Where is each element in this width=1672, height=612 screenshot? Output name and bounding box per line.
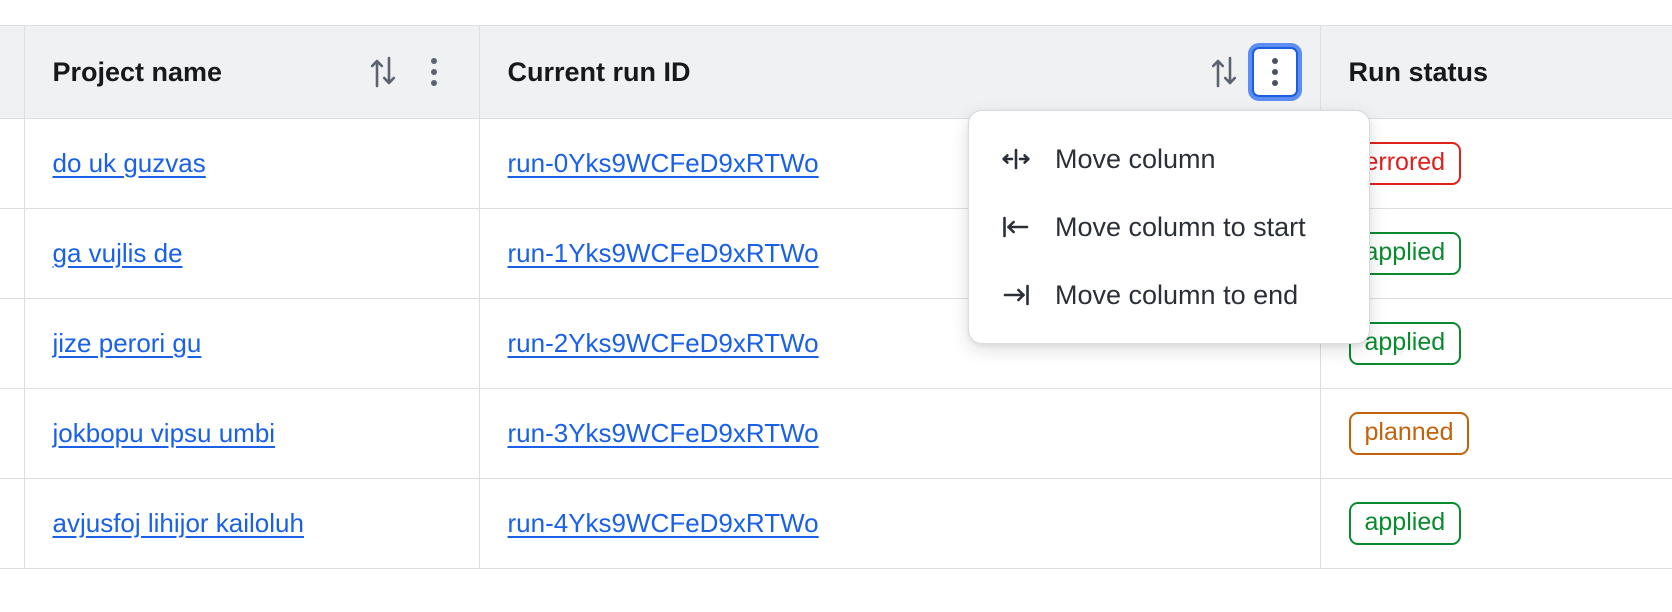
kebab-dots bbox=[1271, 58, 1278, 86]
project-name-link[interactable]: avjusfoj lihijor kailoluh bbox=[52, 508, 304, 538]
menu-item-move-column-label: Move column bbox=[1055, 143, 1216, 174]
column-header-project-name-tools bbox=[363, 47, 457, 97]
run-id-link[interactable]: run-0Yks9WCFeD9xRTWo bbox=[507, 148, 819, 178]
cell-project-name: ga vujlis de bbox=[24, 208, 480, 299]
cell-project-name: jize perori gu bbox=[24, 298, 480, 389]
move-column-to-start-icon bbox=[999, 210, 1033, 244]
column-options-menu: Move column Move column to start Move co… bbox=[968, 110, 1370, 344]
cell-run-status: planned bbox=[1320, 388, 1672, 479]
cell-current-run-id: run-4Yks9WCFeD9xRTWo bbox=[479, 478, 1321, 569]
table-row: avjusfoj lihijor kailoluh run-4Yks9WCFeD9… bbox=[0, 478, 1672, 569]
move-column-to-end-icon bbox=[999, 278, 1033, 312]
row-select-cell[interactable] bbox=[0, 208, 25, 299]
menu-item-move-column-to-end[interactable]: Move column to end bbox=[969, 261, 1369, 329]
status-badge: applied bbox=[1348, 501, 1462, 546]
project-name-link[interactable]: ga vujlis de bbox=[52, 238, 183, 268]
status-badge: applied bbox=[1348, 321, 1462, 366]
sort-icon-project-name[interactable] bbox=[363, 50, 403, 94]
menu-item-move-column-to-end-label: Move column to end bbox=[1055, 279, 1299, 310]
cell-project-name: do uk guzvas bbox=[24, 118, 480, 209]
table-header-row: Project name bbox=[0, 25, 1672, 119]
cell-run-status: applied bbox=[1320, 208, 1672, 299]
column-header-current-run-id-label: Current run ID bbox=[507, 56, 691, 87]
cell-run-status: errored bbox=[1320, 118, 1672, 209]
projects-table: Project name bbox=[0, 25, 1672, 569]
cell-run-status: applied bbox=[1320, 478, 1672, 569]
table-row: do uk guzvas run-0Yks9WCFeD9xRTWo errored bbox=[0, 118, 1672, 209]
cell-run-status: applied bbox=[1320, 298, 1672, 389]
project-name-link[interactable]: jokbopu vipsu umbi bbox=[52, 418, 276, 448]
cell-current-run-id: run-3Yks9WCFeD9xRTWo bbox=[479, 388, 1321, 479]
projects-table-container: Project name bbox=[0, 25, 1672, 612]
more-options-icon-project-name[interactable] bbox=[411, 47, 457, 97]
menu-item-move-column[interactable]: Move column bbox=[969, 125, 1369, 193]
row-select-cell[interactable] bbox=[0, 298, 25, 389]
table-row: jokbopu vipsu umbi run-3Yks9WCFeD9xRTWo pl… bbox=[0, 388, 1672, 479]
cell-project-name: avjusfoj lihijor kailoluh bbox=[24, 478, 480, 569]
status-badge: planned bbox=[1348, 411, 1470, 456]
table-row: jize perori gu run-2Yks9WCFeD9xRTWo applie… bbox=[0, 298, 1672, 389]
column-header-project-name-label: Project name bbox=[52, 56, 223, 87]
run-id-link[interactable]: run-1Yks9WCFeD9xRTWo bbox=[507, 238, 819, 268]
run-id-link[interactable]: run-3Yks9WCFeD9xRTWo bbox=[507, 418, 819, 448]
project-name-link[interactable]: do uk guzvas bbox=[52, 148, 206, 178]
row-select-cell[interactable] bbox=[0, 478, 25, 569]
more-options-icon-current-run-id[interactable] bbox=[1251, 47, 1298, 97]
row-select-cell[interactable] bbox=[0, 118, 25, 209]
row-select-cell[interactable] bbox=[0, 388, 25, 479]
run-id-link[interactable]: run-2Yks9WCFeD9xRTWo bbox=[507, 328, 819, 358]
column-header-select bbox=[0, 25, 25, 119]
column-header-run-status: Run status bbox=[1320, 25, 1672, 119]
sort-icon-current-run-id[interactable] bbox=[1204, 50, 1244, 94]
column-header-project-name: Project name bbox=[24, 25, 480, 119]
menu-item-move-column-to-start[interactable]: Move column to start bbox=[969, 193, 1369, 261]
kebab-dots bbox=[430, 58, 437, 86]
column-header-run-status-label: Run status bbox=[1348, 56, 1489, 87]
project-name-link[interactable]: jize perori gu bbox=[52, 328, 202, 358]
menu-item-move-column-to-start-label: Move column to start bbox=[1055, 211, 1306, 242]
table-header: Project name bbox=[0, 25, 1672, 119]
table-row: ga vujlis de run-1Yks9WCFeD9xRTWo applied bbox=[0, 208, 1672, 299]
cell-project-name: jokbopu vipsu umbi bbox=[24, 388, 480, 479]
column-header-current-run-id: Current run ID bbox=[479, 25, 1321, 119]
run-id-link[interactable]: run-4Yks9WCFeD9xRTWo bbox=[507, 508, 819, 538]
move-column-icon bbox=[999, 142, 1033, 176]
column-header-current-run-id-tools bbox=[1204, 47, 1298, 97]
